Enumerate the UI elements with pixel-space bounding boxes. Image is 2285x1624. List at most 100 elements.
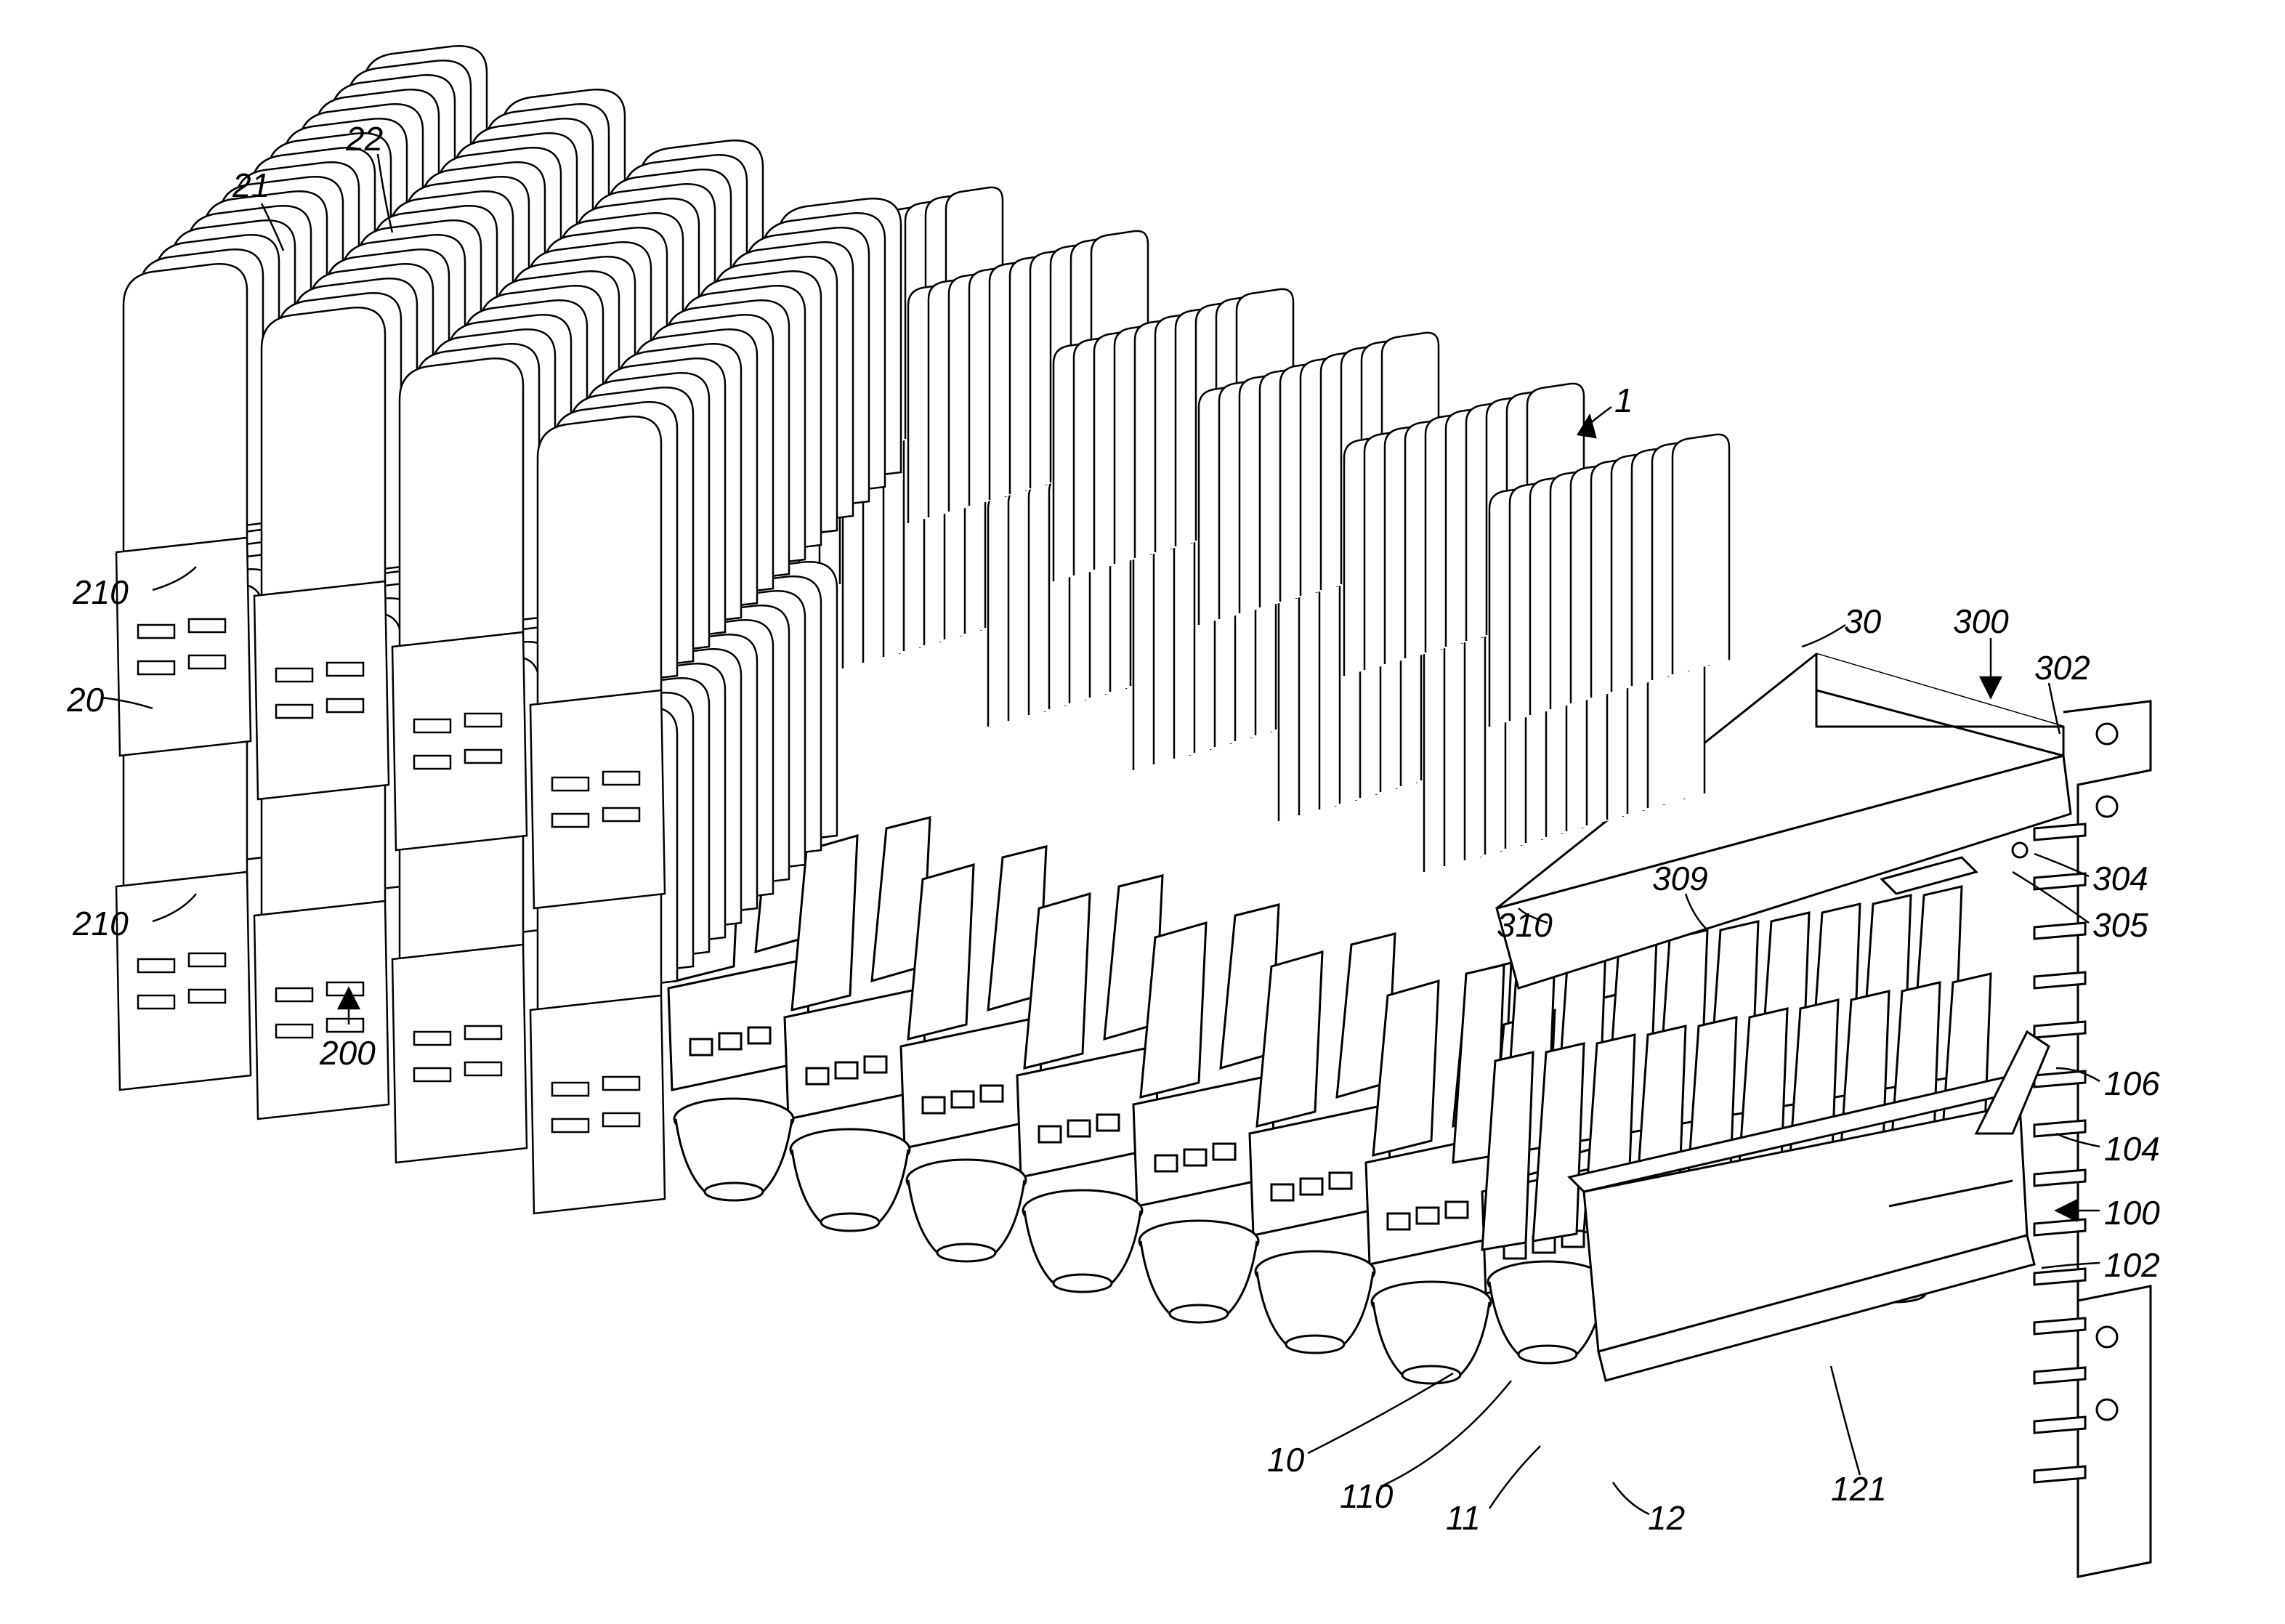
connector-window — [1446, 1202, 1468, 1218]
holder-slot — [276, 1025, 312, 1038]
connector-window — [719, 1033, 741, 1049]
connector-window — [981, 1086, 1003, 1102]
holder-slot — [414, 1032, 450, 1045]
connector-window — [952, 1091, 974, 1107]
cup-base — [821, 1213, 879, 1231]
connector-window — [923, 1097, 945, 1113]
label-ref-302: 302 — [2034, 651, 2090, 684]
arrowhead-ref-100 — [2056, 1200, 2076, 1221]
frame-hole — [2097, 724, 2117, 744]
label-ref-310: 310 — [1497, 908, 1553, 942]
holder-slot — [189, 619, 225, 632]
frame-hole — [2097, 1399, 2117, 1420]
cup-base — [1518, 1346, 1577, 1363]
holder-slot — [276, 705, 312, 718]
label-ref-305: 305 — [2092, 908, 2148, 942]
label-ref-110: 110 — [1340, 1479, 1393, 1513]
label-ref-30: 30 — [1844, 605, 1881, 638]
card-holder-210 — [116, 538, 251, 756]
label-ref-106: 106 — [2104, 1067, 2160, 1100]
holder-slot — [552, 1083, 589, 1096]
cup-body — [1141, 1241, 1257, 1314]
card-holder-210 — [392, 632, 527, 850]
connector-window — [1097, 1115, 1119, 1131]
card-holder-210 — [392, 945, 527, 1163]
holder-slot — [414, 719, 450, 732]
connector-window — [1184, 1150, 1206, 1166]
connector-window — [1301, 1179, 1322, 1195]
label-ref-210-lower: 210 — [73, 907, 129, 940]
leader-line — [1613, 1482, 1649, 1514]
leader-line — [1831, 1366, 1860, 1475]
large-card — [124, 264, 247, 552]
label-ref-21: 21 — [232, 169, 270, 202]
holder-slot — [276, 668, 312, 682]
label-ref-210-upper: 210 — [73, 575, 129, 609]
label-ref-22: 22 — [346, 122, 383, 155]
holder-slot — [327, 663, 363, 676]
holder-slot — [552, 1119, 589, 1132]
holder-slot — [603, 808, 639, 821]
arrowhead-ref-300 — [1981, 677, 2001, 698]
holder-slot — [465, 714, 501, 727]
connector-window — [865, 1057, 886, 1072]
cup-body — [908, 1180, 1024, 1253]
cup-base — [937, 1244, 995, 1261]
card-holder-210 — [254, 901, 389, 1119]
label-ref-304: 304 — [2092, 862, 2148, 895]
small-card — [1673, 435, 1729, 674]
frame-hole — [2097, 796, 2117, 817]
cup-base — [1053, 1274, 1112, 1292]
connector-window — [806, 1068, 828, 1084]
leader-line — [1489, 1446, 1540, 1508]
cup-body — [792, 1150, 908, 1222]
holder-slot — [552, 814, 589, 827]
label-ref-200: 200 — [320, 1036, 376, 1070]
holder-slot — [465, 1062, 501, 1075]
holder-slot — [138, 625, 174, 638]
label-ref-300: 300 — [1953, 605, 2009, 638]
holder-slot — [414, 756, 450, 769]
holder-slot — [276, 988, 312, 1001]
connector-window — [1039, 1126, 1061, 1142]
cup-base — [1286, 1336, 1344, 1353]
cup-body — [1024, 1211, 1141, 1283]
card-holder-210 — [530, 690, 665, 908]
label-ref-12: 12 — [1648, 1501, 1685, 1535]
holder-slot — [603, 772, 639, 785]
holder-slot — [414, 1068, 450, 1081]
leader-line — [1802, 625, 1845, 647]
holder-slot — [189, 953, 225, 966]
cup-body — [676, 1119, 792, 1192]
label-ref-100: 100 — [2104, 1196, 2160, 1229]
holder-slot — [138, 995, 174, 1009]
large-card — [262, 307, 385, 596]
cup-base — [1170, 1305, 1228, 1322]
tray-rear-wall — [1816, 654, 2063, 727]
connector-window — [1417, 1208, 1439, 1224]
label-ref-102: 102 — [2104, 1248, 2160, 1282]
card-holder-210 — [116, 872, 251, 1090]
holder-slot — [327, 1019, 363, 1032]
holder-slot — [189, 655, 225, 668]
holder-slot — [138, 661, 174, 674]
holder-slot — [189, 990, 225, 1003]
cup-body — [1489, 1282, 1606, 1354]
label-ref-1: 1 — [1614, 384, 1633, 417]
holder-slot — [327, 699, 363, 712]
connector-window — [748, 1027, 770, 1043]
connector-window — [836, 1062, 857, 1078]
label-ref-20: 20 — [67, 683, 104, 716]
large-card — [400, 358, 523, 647]
label-ref-121: 121 — [1831, 1472, 1887, 1506]
leader-line — [1308, 1373, 1453, 1453]
connector-window — [1330, 1173, 1351, 1189]
connector-window — [690, 1039, 712, 1055]
connector-window — [1388, 1213, 1410, 1229]
connector-window — [1213, 1144, 1235, 1160]
connector-window — [1068, 1120, 1090, 1136]
label-ref-309: 309 — [1652, 862, 1708, 895]
holder-slot — [465, 750, 501, 763]
